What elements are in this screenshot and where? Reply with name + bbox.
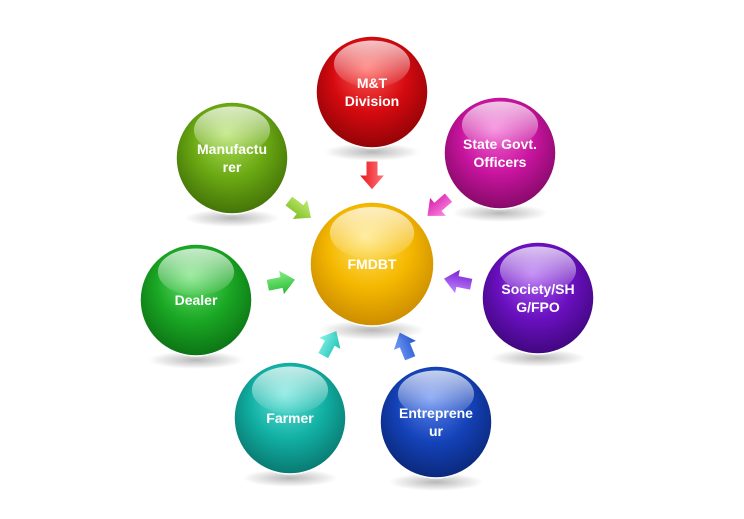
node-mt-division-shadow (324, 143, 420, 161)
node-mt-division-label-line: Division (345, 93, 399, 109)
node-farmer-gloss (251, 366, 329, 414)
arrow-dealer-shape (265, 268, 297, 297)
node-mt-division: M&T Division (315, 35, 429, 161)
node-state-govt-officers-shadow (452, 204, 548, 222)
node-entrepreneur-shadow (388, 473, 484, 491)
hub-node-fmdbt: FMDBT (309, 201, 435, 340)
node-dealer-label-line: Dealer (175, 292, 218, 308)
node-manufacturer-label-line: rer (223, 159, 242, 175)
arrow-manufacturer-shape (284, 195, 313, 221)
node-manufacturer-label-line: Manufactu (197, 141, 267, 157)
node-dealer: Dealer (139, 243, 253, 369)
node-society-shg-fpo-label-line: G/FPO (516, 299, 560, 315)
hub-node-fmdbt-shadow (319, 320, 425, 340)
arrow-farmer (316, 329, 342, 360)
arrow-state-govt-officers (426, 192, 454, 217)
arrow-society-shg-fpo-shape (442, 267, 474, 296)
node-state-govt-officers-label-line: Officers (474, 154, 527, 170)
arrow-manufacturer (284, 195, 313, 221)
node-manufacturer-gloss (193, 106, 271, 154)
arrow-mt-division (357, 160, 387, 191)
node-farmer-shadow (242, 469, 338, 487)
node-entrepreneur-label-line: ur (429, 423, 444, 439)
arrow-society-shg-fpo (442, 267, 474, 296)
node-manufacturer: Manufactu rer (175, 101, 289, 227)
arrow-dealer (265, 268, 297, 297)
node-entrepreneur-label-line: Entreprene (399, 405, 473, 421)
node-farmer: Farmer (233, 361, 347, 487)
hub-layer: FMDBT (309, 201, 435, 340)
node-society-shg-fpo-gloss (499, 246, 577, 294)
node-manufacturer-shadow (184, 209, 280, 227)
hub-node-fmdbt-gloss (329, 206, 415, 260)
arrow-state-govt-officers-shape (426, 192, 454, 217)
node-society-shg-fpo: Society/SH G/FPO (481, 241, 595, 367)
node-society-shg-fpo-shadow (490, 349, 586, 367)
node-dealer-gloss (157, 248, 235, 296)
node-state-govt-officers: State Govt. Officers (443, 96, 557, 222)
node-dealer-shadow (148, 351, 244, 369)
node-mt-division-label-line: M&T (357, 75, 388, 91)
node-state-govt-officers-label-line: State Govt. (463, 136, 537, 152)
node-society-shg-fpo-label-line: Society/SH (501, 281, 574, 297)
node-farmer-label-line: Farmer (266, 410, 314, 426)
node-entrepreneur: Entreprene ur (379, 365, 493, 491)
arrow-farmer-shape (316, 329, 342, 360)
arrow-mt-division-shape (357, 160, 387, 191)
node-mt-division-gloss (333, 40, 411, 88)
node-entrepreneur-gloss (397, 370, 475, 418)
arrow-layer (265, 160, 474, 362)
node-state-govt-officers-gloss (461, 101, 539, 149)
hub-node-fmdbt-label-line: FMDBT (348, 256, 397, 272)
